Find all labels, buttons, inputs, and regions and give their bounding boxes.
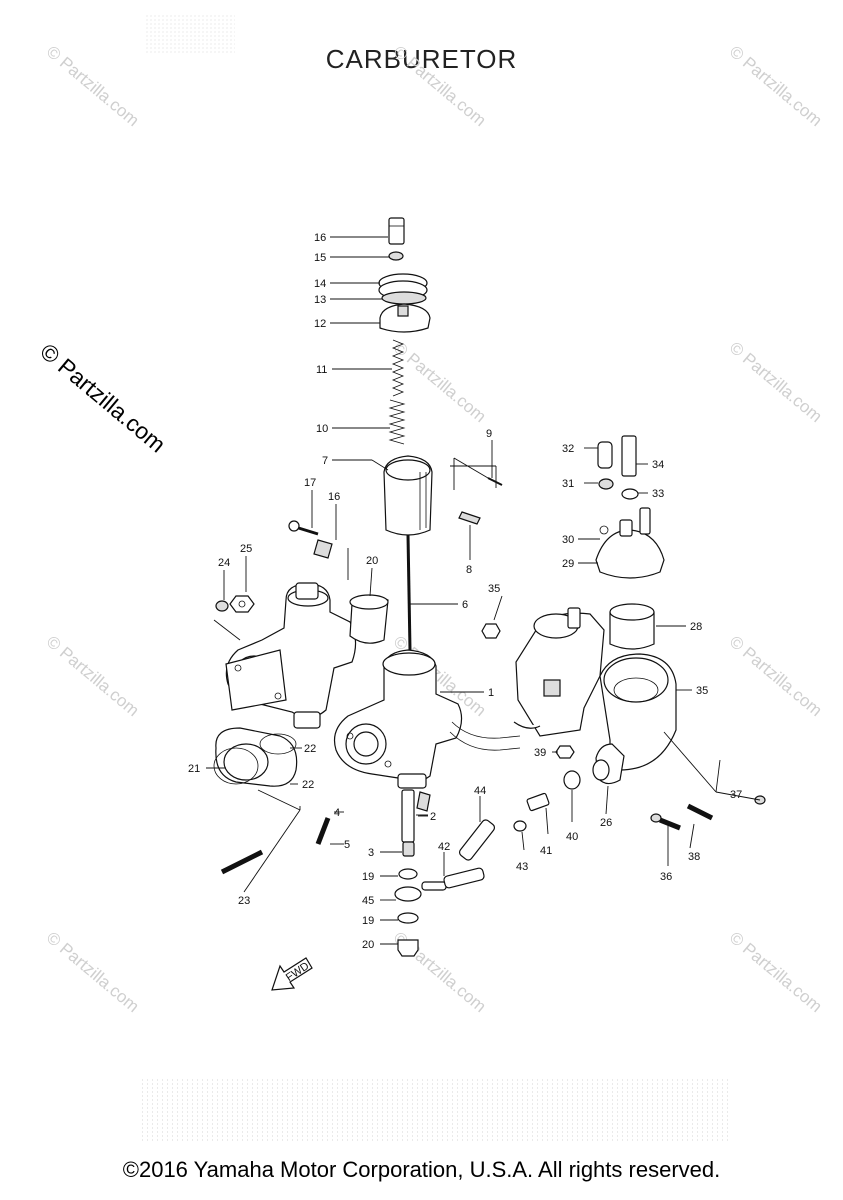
callout-25: 24 xyxy=(218,557,230,569)
callout-3: 3 xyxy=(368,847,374,859)
callout-10: 10 xyxy=(316,423,328,435)
callout-44: 44 xyxy=(474,785,486,797)
leader-lines xyxy=(206,236,761,945)
callout-36: 35 xyxy=(488,583,500,595)
callout-31: 31 xyxy=(562,478,574,490)
copyright-notice: ©2016 Yamaha Motor Corporation, U.S.A. A… xyxy=(122,1157,721,1182)
callout-14: 14 xyxy=(314,278,326,290)
left-carburetor-body xyxy=(215,520,389,729)
float-chamber-assembly xyxy=(481,435,766,831)
callout-32: 32 xyxy=(562,443,574,455)
callout-23: 22 xyxy=(302,779,314,791)
callout-5: 5 xyxy=(344,839,350,851)
callout-6: 6 xyxy=(462,599,468,611)
callout-4: 4 xyxy=(334,807,340,819)
callout-24: 23 xyxy=(238,895,250,907)
callout-35: 35 xyxy=(696,685,708,697)
callout-42: 41 xyxy=(540,845,552,857)
callout-11: 11 xyxy=(316,364,327,376)
callout-1: 1 xyxy=(488,687,494,699)
callout-33: 33 xyxy=(652,488,664,500)
scan-noise xyxy=(145,14,235,54)
callout-15: 15 xyxy=(314,252,326,264)
callout-29: 29 xyxy=(562,558,574,570)
callout-43-left: 42 xyxy=(438,841,450,853)
callout-30: 30 xyxy=(562,534,574,546)
callout-8: 8 xyxy=(466,564,472,576)
callout-37: 36 xyxy=(660,871,672,883)
callout-22-left: 21 xyxy=(188,763,200,775)
callout-2: 2 xyxy=(430,811,436,823)
callout-43-right: 43 xyxy=(516,861,528,873)
flange-gaskets xyxy=(213,727,298,875)
callout-19-upper: 19 xyxy=(362,871,374,883)
callout-34: 34 xyxy=(652,459,664,471)
callout-13: 13 xyxy=(314,294,326,306)
callout-21: 20 xyxy=(366,555,378,567)
callout-18: 17 xyxy=(304,477,316,489)
callout-26: 25 xyxy=(240,543,252,555)
top-cap-assembly xyxy=(378,217,503,651)
callout-39: 38 xyxy=(688,851,700,863)
callout-38: 37 xyxy=(730,789,742,801)
callout-27: 26 xyxy=(600,817,612,829)
callout-41: 40 xyxy=(566,831,578,843)
center-carburetor-body xyxy=(333,649,521,789)
jets-and-fittings xyxy=(315,770,581,957)
scan-noise xyxy=(140,1078,730,1143)
callout-45: 45 xyxy=(362,895,374,907)
callout-labels: 16 15 14 13 12 11 10 7 9 8 6 1 17 16 20 … xyxy=(188,232,742,951)
callout-9: 9 xyxy=(486,428,492,440)
callout-40: 39 xyxy=(534,747,546,759)
callout-19-lower: 19 xyxy=(362,915,374,927)
callout-28: 28 xyxy=(690,621,702,633)
callout-12: 12 xyxy=(314,318,326,330)
callout-22-right: 22 xyxy=(304,743,316,755)
callout-7: 7 xyxy=(322,455,328,467)
callout-16: 16 xyxy=(314,232,326,244)
page-title: CARBURETOR xyxy=(325,44,518,74)
forward-arrow-icon: FWD xyxy=(271,957,313,991)
callout-17: 16 xyxy=(328,491,340,503)
callout-20: 20 xyxy=(362,939,374,951)
